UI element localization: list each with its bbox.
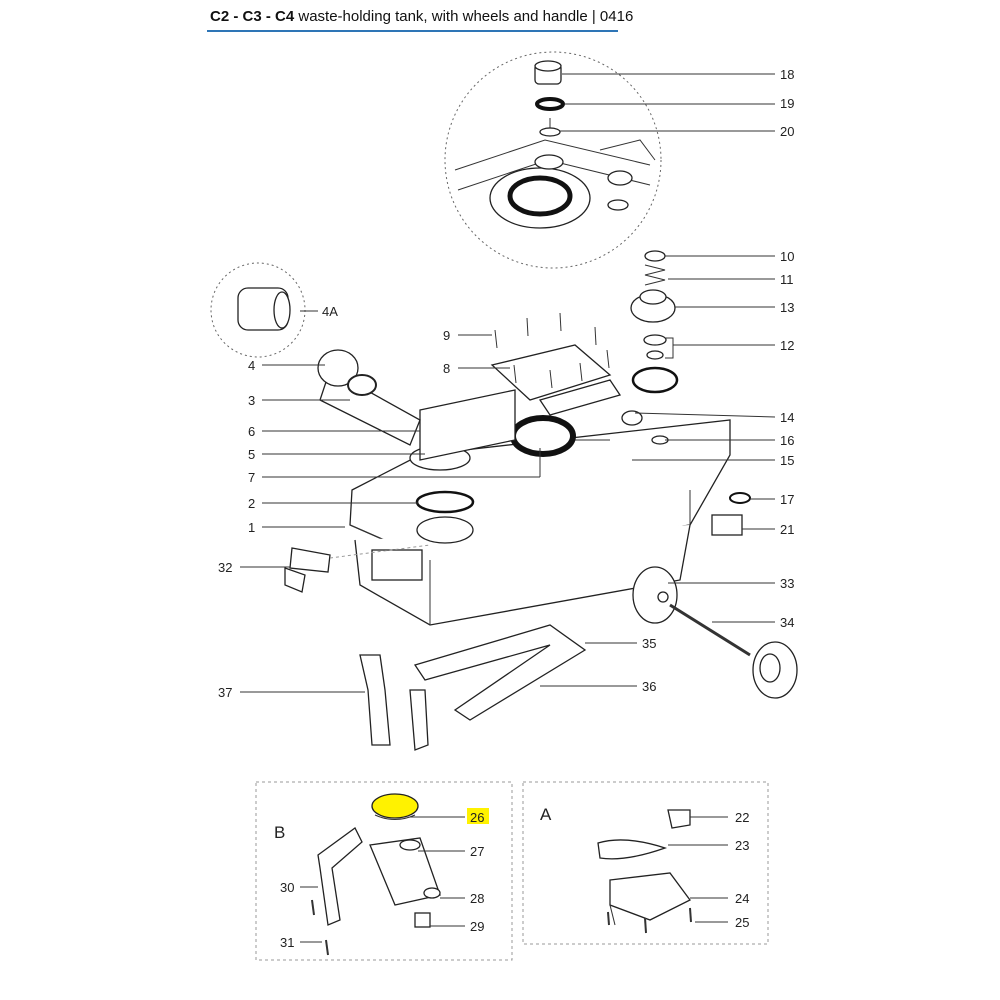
title-models: C2 - C3 - C4	[210, 8, 295, 25]
label-26-highlight	[467, 808, 489, 824]
label-34: 34	[780, 615, 794, 630]
label-3: 3	[248, 393, 255, 408]
label-1: 1	[248, 520, 255, 535]
label-19: 19	[780, 96, 794, 111]
label-7: 7	[248, 470, 255, 485]
label-2: 2	[248, 496, 255, 511]
label-23: 23	[735, 838, 749, 853]
label-36: 36	[642, 679, 656, 694]
title-underline	[207, 30, 618, 32]
label-16: 16	[780, 433, 794, 448]
label-18: 18	[780, 67, 794, 82]
label-13: 13	[780, 300, 794, 315]
label-31: 31	[280, 935, 294, 950]
detail-circle-4a	[210, 262, 306, 358]
screws	[494, 312, 610, 389]
leader-lines	[240, 73, 776, 943]
label-14: 14	[780, 410, 794, 425]
label-24: 24	[735, 891, 749, 906]
label-30: 30	[280, 880, 294, 895]
label-17: 17	[780, 492, 794, 507]
label-11: 11	[780, 272, 794, 287]
page-title: C2 - C3 - C4 waste-holding tank, with wh…	[210, 8, 633, 32]
tank-body	[317, 250, 731, 626]
label-35: 35	[642, 636, 656, 651]
label-29: 29	[470, 919, 484, 934]
wheels-axle	[632, 566, 798, 699]
section-label-b: B	[274, 823, 285, 842]
section-box-a	[522, 781, 769, 945]
part-labels: 18 19 20 10 11 13 12 14 16 15 17 21 33 3…	[218, 67, 794, 950]
label-27: 27	[470, 844, 484, 859]
label-20: 20	[780, 124, 794, 139]
label-9: 9	[443, 328, 450, 343]
small-parts	[284, 492, 751, 593]
label-37: 37	[218, 685, 232, 700]
label-33: 33	[780, 576, 794, 591]
label-5: 5	[248, 447, 255, 462]
title-text: waste-holding tank, with wheels and hand…	[294, 8, 634, 25]
label-4a: 4A	[322, 304, 338, 319]
label-28: 28	[470, 891, 484, 906]
section-label-a: A	[540, 805, 552, 824]
label-8: 8	[443, 361, 450, 376]
detail-circle-top	[444, 51, 662, 269]
label-26: 26	[470, 810, 484, 825]
label-12: 12	[780, 338, 794, 353]
label-22: 22	[735, 810, 749, 825]
section-box-b	[255, 781, 513, 961]
handle-frame	[359, 624, 587, 751]
label-21: 21	[780, 522, 794, 537]
label-32: 32	[218, 560, 232, 575]
label-15: 15	[780, 453, 794, 468]
label-10: 10	[780, 249, 794, 264]
label-6: 6	[248, 424, 255, 439]
label-4: 4	[248, 358, 255, 373]
label-25: 25	[735, 915, 749, 930]
